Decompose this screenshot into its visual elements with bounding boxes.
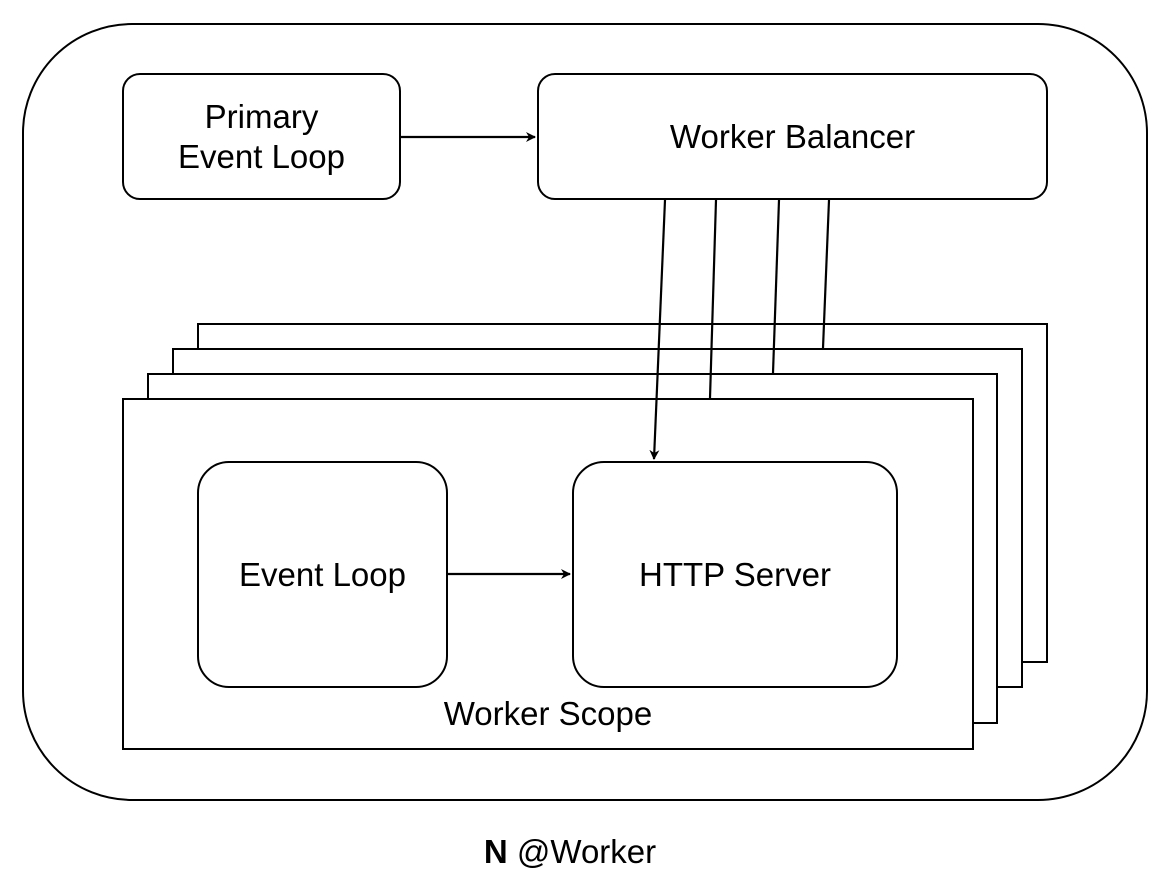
event-loop-label: Event Loop [239, 555, 406, 593]
caption-count: N [483, 833, 508, 870]
worker-balancer-node: Worker Balancer [537, 73, 1048, 200]
worker-scope-label: Worker Scope [443, 695, 653, 732]
caption-name: @Worker [507, 833, 657, 870]
primary-event-loop-node: Primary Event Loop [122, 73, 401, 200]
primary-event-loop-label: Primary Event Loop [178, 97, 345, 175]
event-loop-node: Event Loop [197, 461, 448, 688]
worker-balancer-label: Worker Balancer [669, 117, 916, 155]
http-server-label: HTTP Server [639, 555, 831, 593]
http-server-node: HTTP Server [572, 461, 898, 688]
diagram-caption: N @Worker [0, 832, 1140, 872]
